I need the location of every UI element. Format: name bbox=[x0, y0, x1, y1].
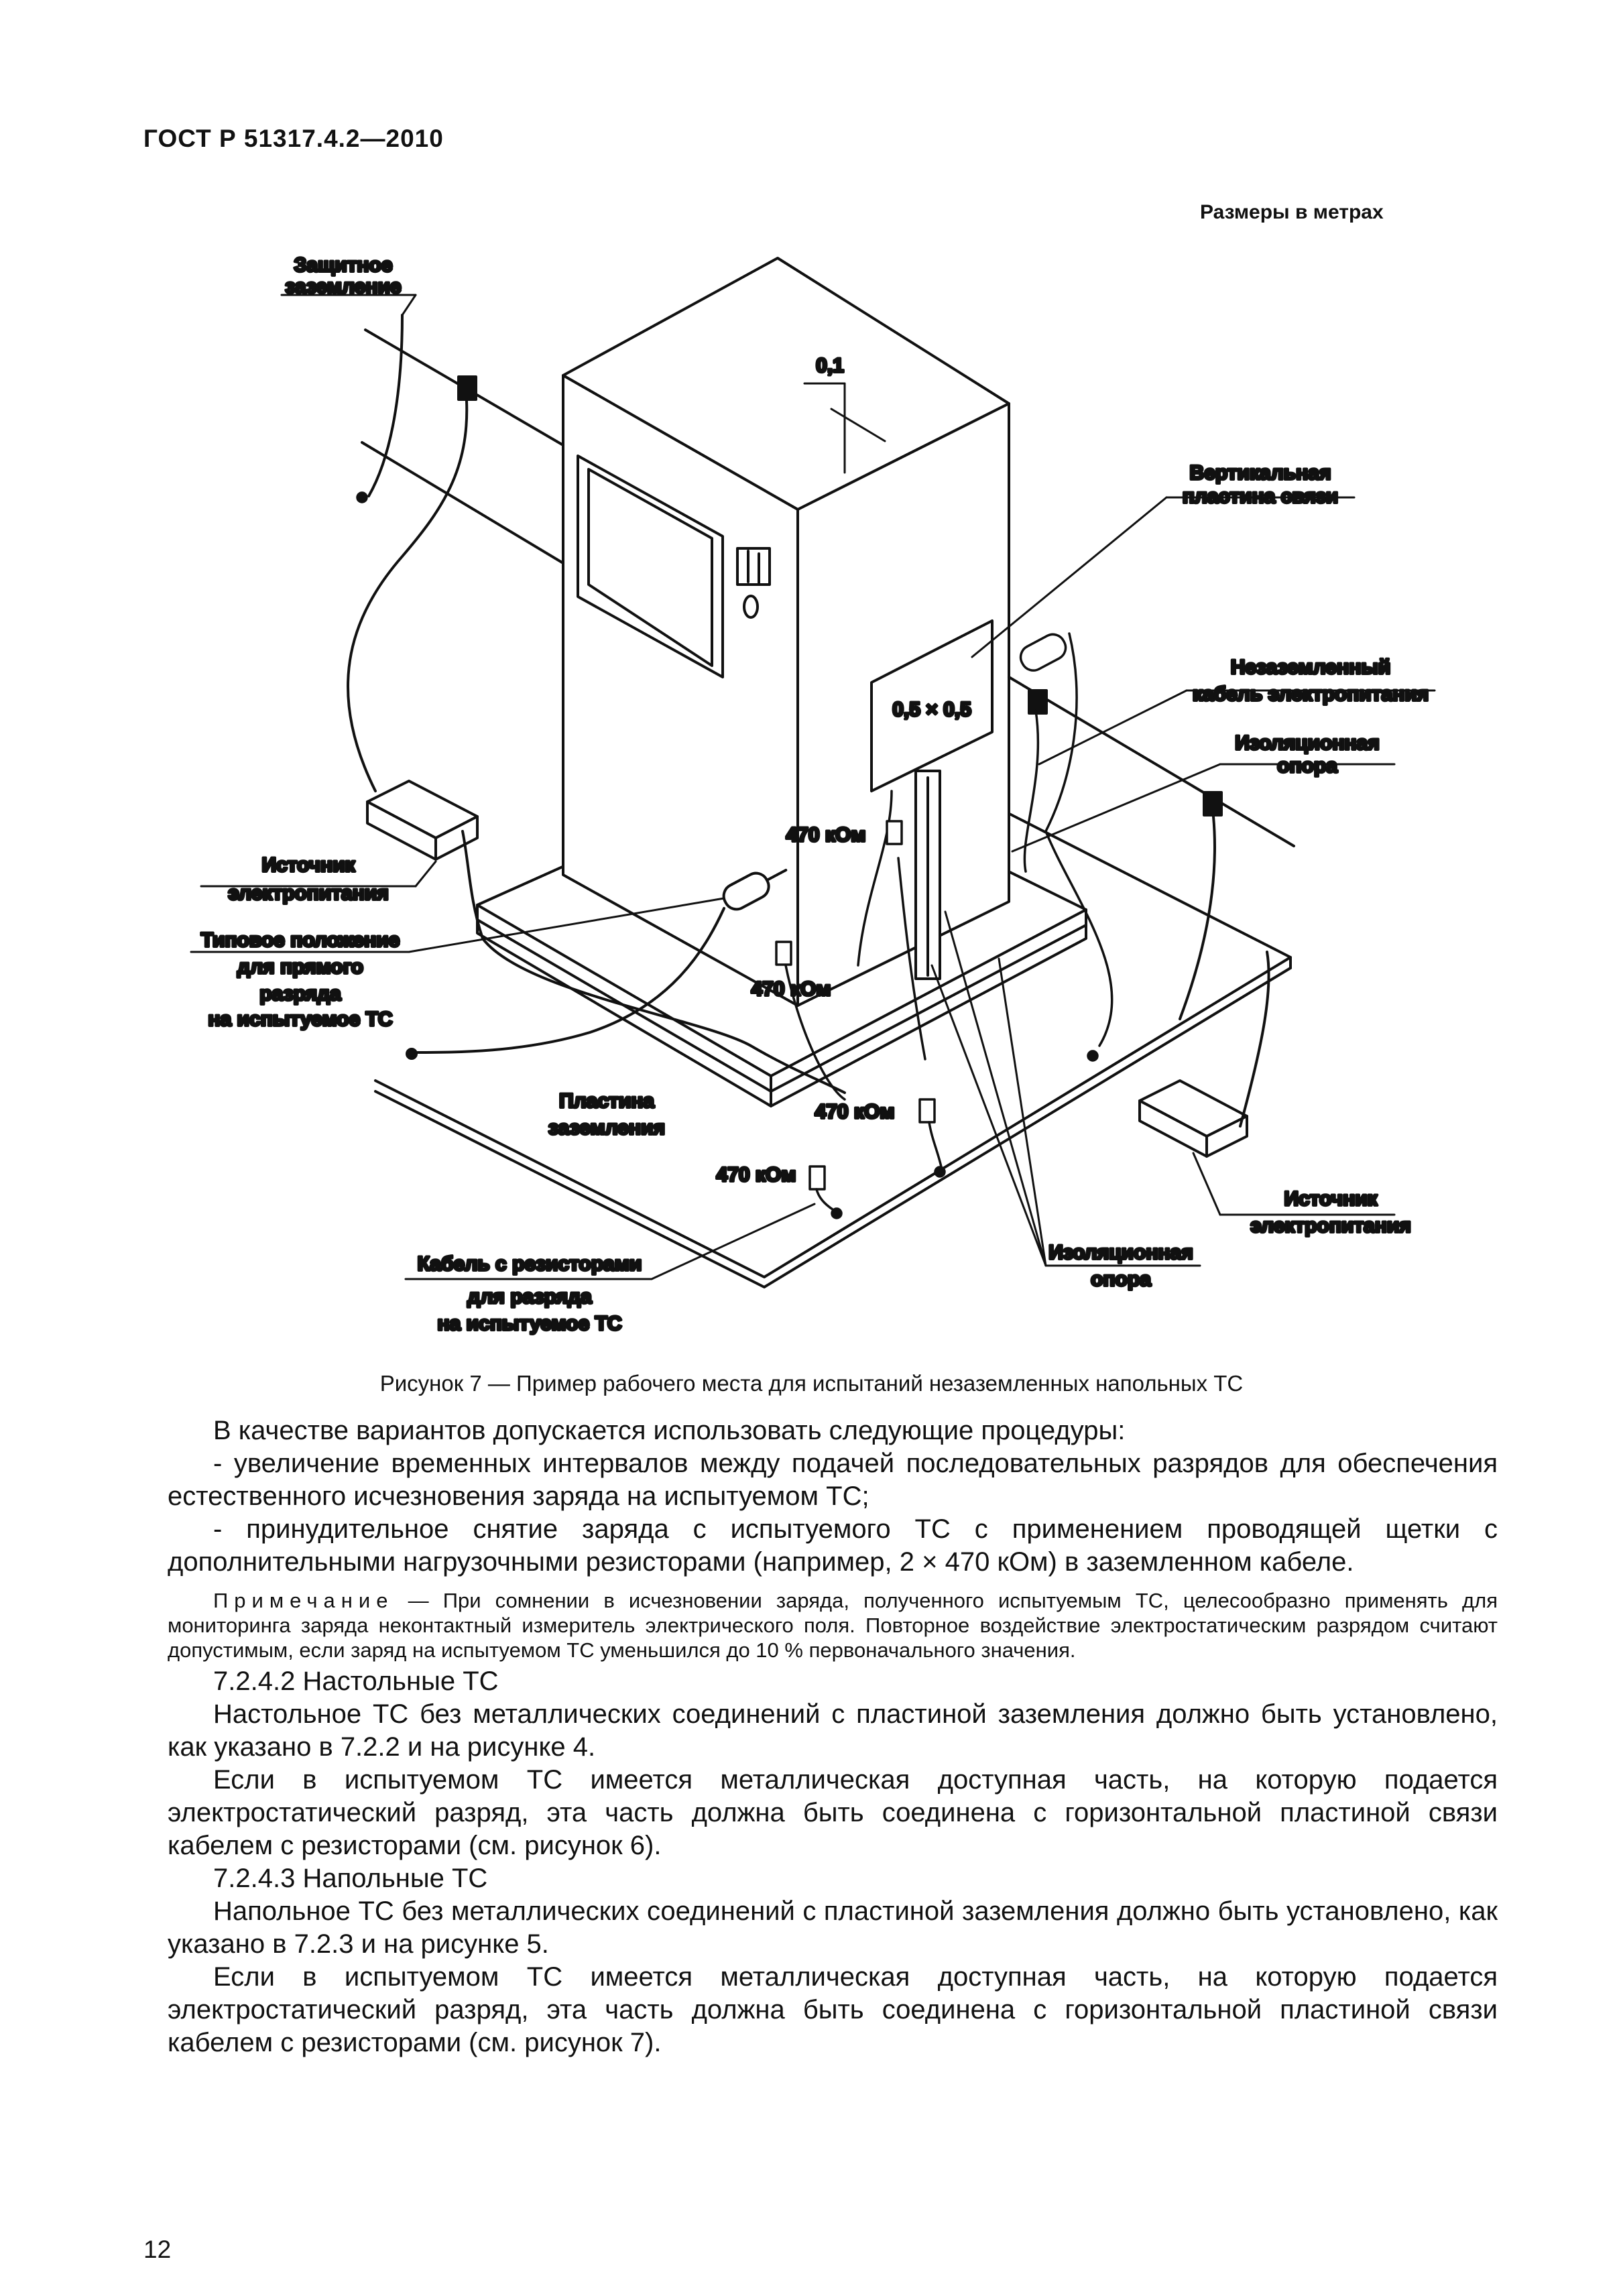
label-resistor-4: 470 кОм bbox=[717, 1164, 796, 1186]
svg-text:для разряда: для разряда bbox=[467, 1286, 592, 1308]
label-power-source-left: Источник bbox=[261, 854, 355, 876]
paragraph: - принудительное снятие заряда с испытуе… bbox=[168, 1514, 1498, 1577]
label-ground-plate: Пластина bbox=[559, 1090, 654, 1112]
svg-text:для прямого: для прямого bbox=[237, 956, 363, 978]
label-resistor-1: 470 кОм bbox=[786, 824, 866, 846]
label-discharge-position: Типовое положение bbox=[201, 929, 400, 951]
note-lead: Примечание bbox=[213, 1589, 394, 1612]
figure-labels: Защитное заземление 0,1 Вертикальная пла… bbox=[200, 253, 1430, 1336]
figure-7-diagram: Защитное заземление 0,1 Вертикальная пла… bbox=[190, 253, 1436, 1336]
paragraph: Если в испытуемом ТС имеется металлическ… bbox=[168, 1765, 1498, 1860]
svg-text:на испытуемое ТС: на испытуемое ТС bbox=[437, 1313, 621, 1335]
esd-generator bbox=[406, 869, 788, 1060]
svg-text:на испытуемое ТС: на испытуемое ТС bbox=[208, 1008, 392, 1030]
power-source-right bbox=[1138, 951, 1270, 1158]
paragraph: Если в испытуемом ТС имеется металлическ… bbox=[168, 1962, 1498, 2057]
section-heading: 7.2.4.3 Напольные ТС bbox=[213, 1864, 488, 1893]
paragraph: Настольное ТС без металлических соединен… bbox=[168, 1699, 1498, 1762]
figure-caption: Рисунок 7 — Пример рабочего места для ис… bbox=[379, 1371, 1244, 1396]
label-gap: 0,1 bbox=[816, 355, 844, 377]
body-text: В качестве вариантов допускается использ… bbox=[168, 1414, 1498, 2059]
label-cable-with-resistors: Кабель с резисторами bbox=[418, 1253, 642, 1275]
document-header: ГОСТ Р 51317.4.2—2010 bbox=[143, 125, 444, 152]
svg-text:электропитания: электропитания bbox=[1250, 1215, 1411, 1237]
svg-text:заземления: заземления bbox=[548, 1117, 665, 1139]
note-text: — При сомнении в исчезновении заряда, по… bbox=[168, 1589, 1498, 1662]
bleed-cables bbox=[356, 491, 1114, 1219]
eut-cabinet bbox=[562, 257, 1010, 1007]
svg-text:пластина связи: пластина связи bbox=[1183, 485, 1338, 507]
svg-text:заземление: заземление bbox=[285, 276, 401, 298]
label-power-source-right: Источник bbox=[1284, 1188, 1378, 1210]
label-ungrounded-cable: Незаземленный bbox=[1231, 656, 1391, 678]
power-source-left bbox=[366, 780, 846, 1094]
label-vertical-coupling-plate: Вертикальная bbox=[1190, 462, 1331, 484]
svg-text:разряда: разряда bbox=[259, 983, 341, 1005]
svg-text:электропитания: электропитания bbox=[228, 882, 389, 904]
label-insulating-support-bottom: Изоляционная bbox=[1048, 1242, 1193, 1264]
vertical-coupling-plate bbox=[870, 619, 994, 980]
label-plate-size: 0,5 × 0,5 bbox=[892, 699, 971, 721]
svg-text:опора: опора bbox=[1091, 1268, 1151, 1290]
paragraph: Напольное ТС без металлических соединени… bbox=[168, 1896, 1498, 1959]
label-protective-ground: Защитное bbox=[294, 254, 392, 276]
svg-text:опора: опора bbox=[1277, 755, 1337, 777]
label-insulating-support-right: Изоляционная bbox=[1235, 732, 1380, 754]
paragraph: В качестве вариантов допускается использ… bbox=[213, 1416, 1126, 1445]
note: Примечание — При сомнении в исчезновении… bbox=[168, 1588, 1498, 1663]
dimension-note: Размеры в метрах bbox=[1200, 201, 1384, 223]
svg-text:кабель электропитания: кабель электропитания bbox=[1193, 683, 1429, 705]
protective-earth-cable bbox=[347, 314, 1295, 1020]
paragraph: - увеличение временных интервалов между … bbox=[168, 1449, 1498, 1511]
section-heading: 7.2.4.2 Настольные ТС bbox=[213, 1667, 499, 1696]
ground-plate bbox=[374, 776, 1292, 1288]
page-number: 12 bbox=[143, 2236, 172, 2263]
leader-lines bbox=[190, 294, 1436, 1280]
label-resistor-2: 470 кОм bbox=[752, 978, 831, 1000]
label-resistor-3: 470 кОм bbox=[815, 1101, 895, 1123]
